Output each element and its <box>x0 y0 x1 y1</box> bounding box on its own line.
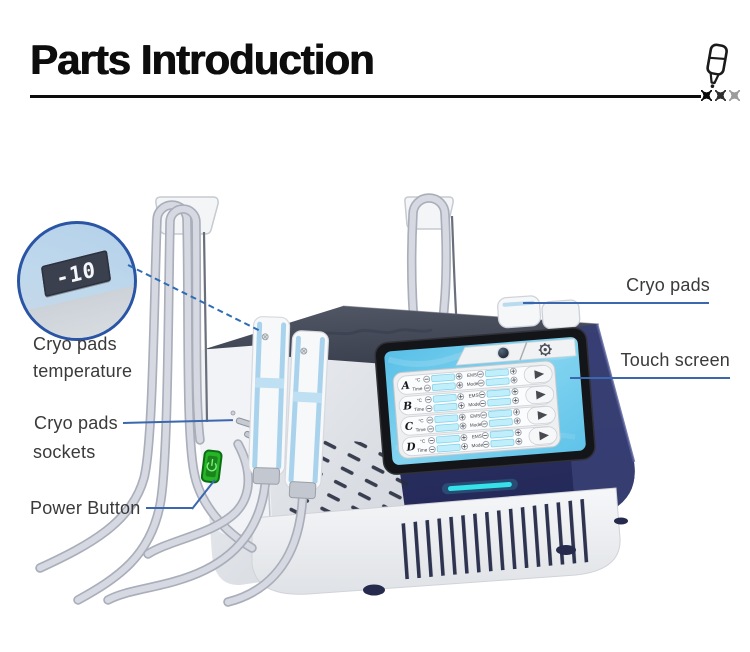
row-letter: C <box>404 420 414 433</box>
power-button-label: Power Button <box>30 498 141 518</box>
screen-row: °C EMS Time <box>397 364 553 395</box>
cryo-pads-label: Cryo pads <box>626 275 710 295</box>
temp-label: °C <box>415 377 421 382</box>
decor-square <box>729 90 740 101</box>
pad-collar <box>252 467 281 485</box>
callout-line-screen <box>570 377 730 379</box>
cryo-pads-front <box>248 316 330 500</box>
base-vents <box>398 498 590 580</box>
temperature-label-line2: temperature <box>33 361 133 381</box>
value-field[interactable] <box>484 368 509 378</box>
play-icon <box>534 370 545 380</box>
foot <box>556 545 576 555</box>
header-rule <box>30 95 708 98</box>
foot <box>614 517 628 525</box>
plus-icon <box>511 378 517 383</box>
mode-label: Mode <box>467 381 479 387</box>
callout-line-pads <box>523 302 709 304</box>
logo-squiggle <box>315 328 433 338</box>
temperature-label-line1: Cryo pads <box>33 334 117 354</box>
screen-header <box>455 338 577 366</box>
value-field[interactable] <box>431 373 456 383</box>
ems-label: EMS <box>467 372 477 378</box>
row-letter: D <box>405 441 417 454</box>
plus-icon <box>457 374 462 379</box>
gear-icon[interactable] <box>538 343 552 357</box>
sockets-label-line1: Cryo pads <box>34 413 118 433</box>
power-button[interactable] <box>200 449 223 484</box>
temperature-inset-circle: -10 <box>17 221 137 341</box>
foot <box>363 584 385 596</box>
value-field[interactable] <box>485 377 510 386</box>
page-title: Parts Introduction <box>30 36 375 83</box>
temperature-value: -10 <box>54 256 98 291</box>
plus-icon <box>457 383 462 388</box>
decor-square <box>715 90 726 101</box>
marker-pen-icon <box>706 43 728 88</box>
body-edge-highlight <box>595 323 636 463</box>
led-bar <box>441 478 518 495</box>
touch-screen: °C EMS Time <box>374 327 596 475</box>
decor-square <box>701 90 712 101</box>
touch-screen-label: Touch screen <box>620 350 730 370</box>
temperature-display: -10 <box>40 249 112 298</box>
sockets-label-line2: sockets <box>33 442 96 462</box>
callout-line-power-h <box>146 507 192 509</box>
time-label: Time <box>412 386 423 392</box>
value-field[interactable] <box>431 382 456 392</box>
plus-icon <box>511 369 516 374</box>
row-letter: B <box>402 400 413 413</box>
pad-band <box>254 377 285 389</box>
power-icon[interactable] <box>496 346 511 360</box>
cryo-pad <box>248 316 291 485</box>
row-letter: A <box>400 380 410 393</box>
hanger-rod-left <box>202 231 209 423</box>
